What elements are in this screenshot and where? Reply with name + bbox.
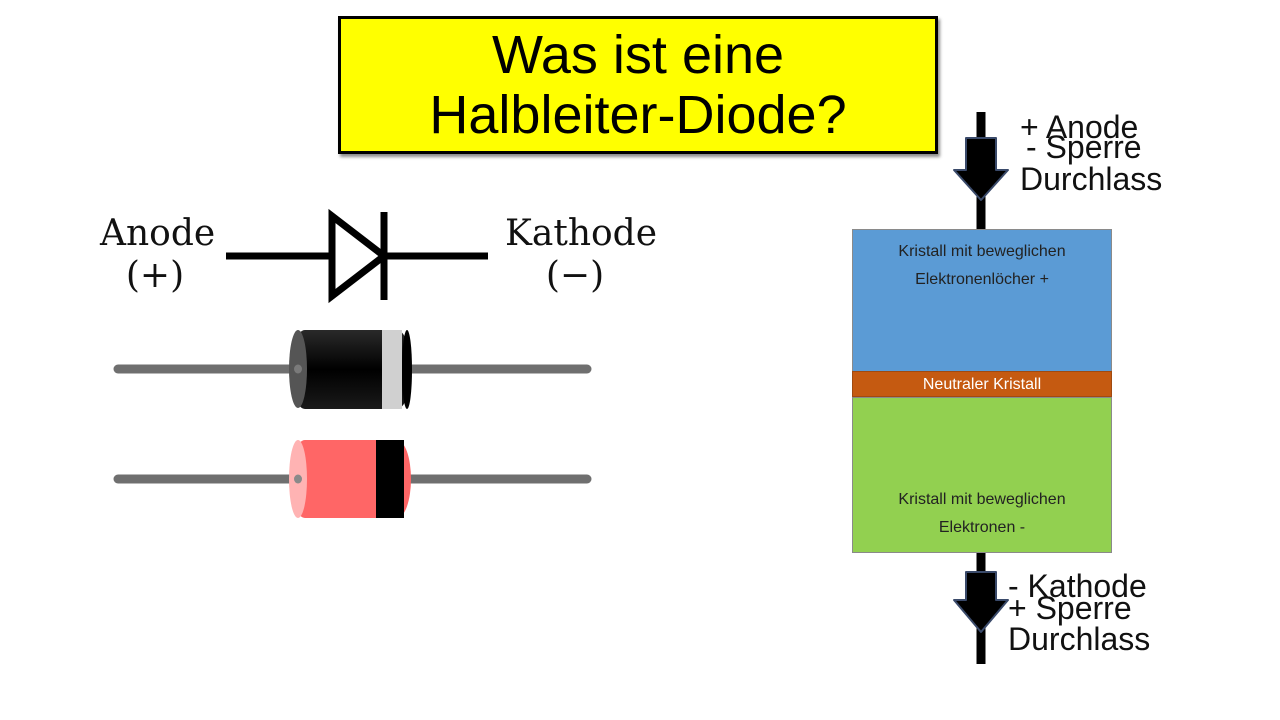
anode-sign: (+) [125,255,185,296]
n-layer-line-2: Elektronen - [938,519,1026,536]
title-box: Was ist eine Halbleiter-Diode? [338,16,938,154]
kathode-label-text: Kathode [505,213,658,254]
black-diode-band-edge [402,330,412,409]
black-diode [113,330,592,409]
bottom-current-arrow [953,553,1009,664]
p-layer-line-1: Kristall mit beweglichen [898,243,1066,260]
bottom-kathode-label: - Kathode [1008,568,1147,604]
black-diode-body [291,330,411,409]
anode-label: Anode (+) [100,213,216,297]
p-layer-line-2: Elektronenlöcher + [915,271,1049,288]
kathode-sign: (−) [545,255,605,296]
top-sperre-label: - Sperre [1026,129,1142,165]
symbol-triangle [328,208,390,304]
p-layer: Kristall mit beweglichen Elektronenlöche… [852,229,1112,375]
n-layer: Kristall mit beweglichen Elektronen - [852,397,1112,553]
top-durchlass-label: Durchlass [1020,161,1163,197]
top-anode-label: + Anode [1020,109,1139,145]
red-diode-lead-stub [294,474,302,484]
top-arrow-down-icon [953,137,1009,201]
bottom-arrow-down-icon [953,571,1009,633]
neutral-layer: Neutraler Kristall [852,371,1112,397]
red-diode [113,440,592,518]
diode-symbol [226,208,488,304]
n-layer-line-1: Kristall mit beweglichen [898,491,1066,508]
top-current-arrow [953,112,1009,229]
black-diode-lead-stub [294,364,302,374]
title-line-2: Halbleiter-Diode? [429,85,847,145]
title-line-1: Was ist eine [491,25,785,85]
bottom-sperre-label: + Sperre [1008,590,1132,626]
anode-label-text: Anode [100,213,216,254]
black-diode-band [382,330,402,409]
red-diode-band [376,440,404,518]
kathode-label: Kathode (−) [505,213,658,297]
bottom-durchlass-label: Durchlass [1008,621,1151,657]
